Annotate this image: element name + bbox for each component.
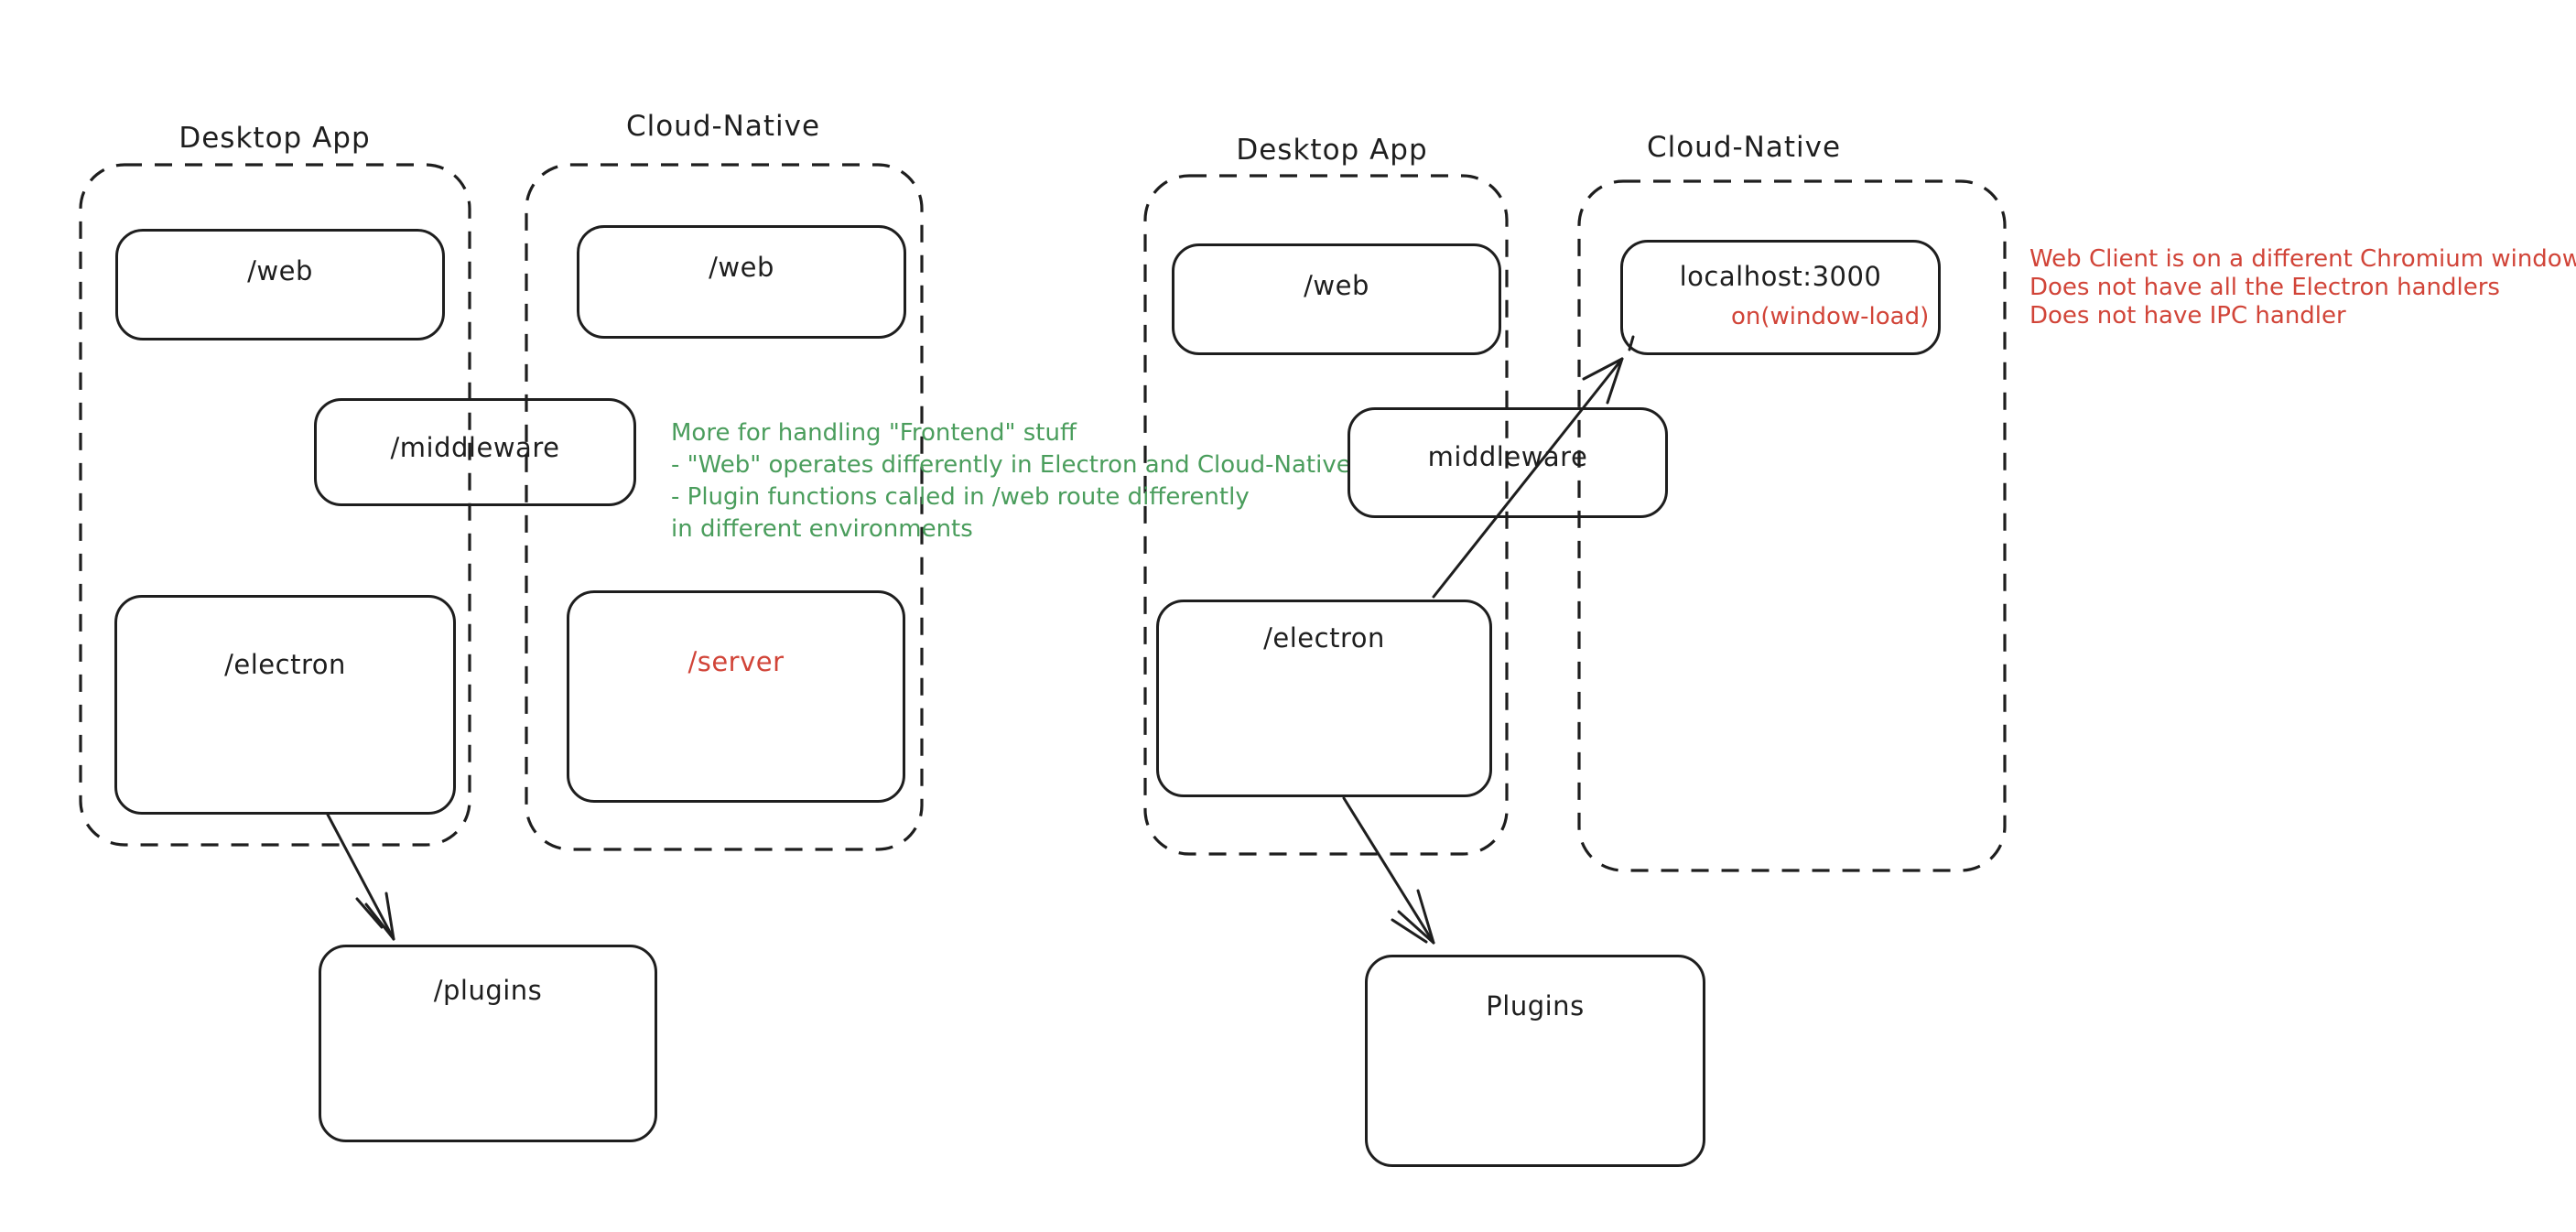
node-middleware-left[interactable]: /middleware bbox=[314, 398, 636, 506]
node-localhost-3000[interactable]: localhost:3000 on(window-load) bbox=[1620, 240, 1941, 355]
node-web-cloud-left-label: /web bbox=[709, 252, 774, 283]
cloud-native-container-right[interactable] bbox=[1577, 179, 2007, 872]
annotation-red-line-3: Does not have IPC handler bbox=[2029, 302, 2346, 330]
cloud-native-container-left[interactable] bbox=[525, 163, 924, 851]
node-electron-right[interactable]: /electron bbox=[1156, 600, 1492, 797]
node-middleware-left-label: /middleware bbox=[390, 432, 560, 463]
annotation-red: Web Client is on a different Chromium wi… bbox=[2029, 245, 2576, 330]
annotation-green: More for handling "Frontend" stuff - "We… bbox=[671, 417, 1351, 546]
node-web-cloud-left[interactable]: /web bbox=[577, 225, 906, 339]
annotation-green-line-2: - "Web" operates differently in Electron… bbox=[671, 451, 1351, 479]
node-electron-right-label: /electron bbox=[1263, 622, 1385, 654]
node-server-left-label: /server bbox=[687, 646, 785, 677]
node-plugins-right[interactable]: Plugins bbox=[1365, 955, 1705, 1167]
node-plugins-left-label: /plugins bbox=[433, 975, 543, 1006]
node-localhost-3000-label: localhost:3000 bbox=[1679, 261, 1882, 292]
group-label-cloud-native-right: Cloud-Native bbox=[1646, 131, 1842, 164]
annotation-green-line-1: More for handling "Frontend" stuff bbox=[671, 419, 1077, 447]
annotation-red-line-2: Does not have all the Electron handlers bbox=[2029, 274, 2500, 301]
node-web-desktop-right-label: /web bbox=[1304, 270, 1369, 301]
node-web-desktop-left-label: /web bbox=[247, 255, 313, 286]
node-server-left[interactable]: /server bbox=[567, 590, 905, 803]
arrow-electron-to-plugins-left[interactable] bbox=[326, 813, 395, 941]
group-label-desktop-app-left: Desktop App bbox=[179, 122, 371, 155]
group-label-cloud-native-left: Cloud-Native bbox=[625, 110, 821, 143]
node-plugins-right-label: Plugins bbox=[1486, 990, 1585, 1021]
node-middleware-right[interactable]: middleware bbox=[1348, 407, 1668, 518]
node-middleware-right-label: middleware bbox=[1427, 441, 1588, 472]
node-localhost-event-label: on(window-load) bbox=[1731, 303, 1930, 330]
group-label-desktop-app-right: Desktop App bbox=[1236, 134, 1428, 167]
node-electron-left-label: /electron bbox=[224, 649, 346, 680]
annotation-red-line-1: Web Client is on a different Chromium wi… bbox=[2029, 245, 2576, 273]
node-electron-left[interactable]: /electron bbox=[114, 595, 456, 815]
node-web-desktop-left[interactable]: /web bbox=[115, 229, 445, 340]
node-web-desktop-right[interactable]: /web bbox=[1172, 243, 1501, 355]
arrow-electron-to-plugins-right[interactable] bbox=[1342, 796, 1435, 945]
annotation-green-line-3: - Plugin functions called in /web route … bbox=[671, 483, 1250, 511]
desktop-app-container-right[interactable] bbox=[1143, 174, 1509, 856]
node-plugins-left[interactable]: /plugins bbox=[319, 945, 657, 1142]
annotation-green-line-4: in different environments bbox=[671, 515, 973, 543]
